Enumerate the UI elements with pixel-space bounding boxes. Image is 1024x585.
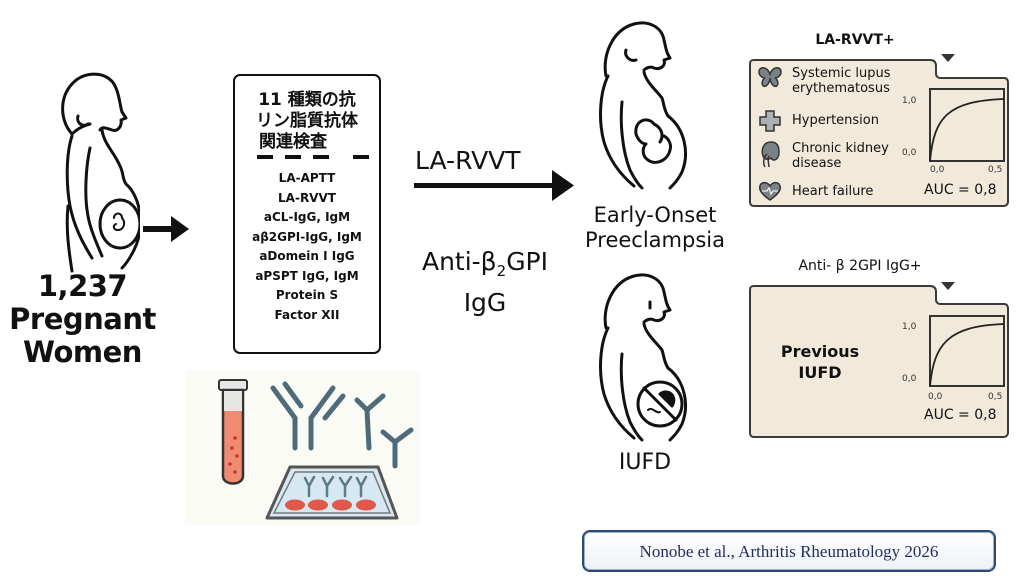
outcome-line: Preeclampsia	[585, 228, 725, 252]
test-item: aCL-IgG, IgM	[263, 210, 351, 224]
test-item: Protein S	[275, 288, 339, 302]
kidney-icon	[761, 141, 780, 168]
condition-line: Previous	[780, 342, 860, 361]
roc-curve	[929, 88, 1005, 162]
predictor-top-label: LA-RVVT	[415, 146, 521, 175]
test-list: LA-APTT LA-RVVT aCL-IgG, IgM aβ2GPI-IgG,…	[235, 169, 379, 325]
y-tick: 0,0	[902, 148, 917, 158]
cohort-line1: Pregnant	[9, 302, 156, 336]
test-title-line: 11 種類の抗	[258, 90, 356, 110]
arrow-right-icon	[143, 216, 189, 242]
auc-value: AUC = 0,8	[924, 407, 997, 423]
y-tick: 1,0	[902, 96, 917, 106]
test-item: aβ2GPI-IgG, IgM	[252, 229, 362, 244]
arrow-right-icon	[414, 170, 574, 201]
pregnant-woman-preeclampsia-icon	[599, 21, 687, 190]
lab-illustration	[185, 370, 420, 525]
predictor-bottom-line2: IgG	[463, 288, 507, 317]
pregnant-woman-iufd-icon	[599, 273, 687, 442]
item-line: disease	[792, 156, 842, 171]
test-item: aPSPT IgG, IgM	[255, 268, 359, 283]
predictor-bottom-main: Anti-β	[421, 247, 497, 276]
test-item: LA-RVVT	[278, 190, 336, 205]
test-panel-title: 11 種類の抗 リン脂質抗体 関連検査	[235, 90, 379, 153]
test-tube-icon	[218, 379, 248, 485]
y-tick: 1,0	[902, 322, 917, 332]
citation-text: Nonobe et al., Arthritis Rheumatology 20…	[639, 542, 939, 561]
predictor-bottom-sub: 2	[496, 262, 507, 280]
test-item: Factor XII	[274, 307, 340, 322]
roc-curve	[929, 315, 1005, 387]
panel-item-label: Heart failure	[792, 184, 874, 199]
panel-caret-icon	[941, 54, 955, 62]
y-tick: 0,0	[902, 374, 917, 384]
roc-chart: 1,0 0,0 0,0 0,5	[900, 312, 1006, 412]
panel-item-label: Systemic lupus erythematosus	[792, 66, 890, 96]
cohort-line2: Women	[23, 335, 142, 369]
test-item: LA-APTT	[278, 171, 336, 185]
heart-pulse-icon	[758, 181, 782, 201]
test-panel-box: 11 種類の抗 リン脂質抗体 関連検査 LA-APTT LA-RVVT aCL-…	[233, 74, 381, 354]
item-line: erythematosus	[792, 81, 890, 96]
x-tick: 0,5	[988, 392, 1003, 402]
test-item: aDomein I IgG	[259, 249, 355, 263]
panel-title: Anti- β 2GPI IgG+	[798, 258, 922, 274]
condition-line: IUFD	[798, 363, 842, 382]
medical-cross-icon	[759, 110, 781, 132]
panel-condition-label: Previous IUFD	[765, 341, 875, 383]
panel-caret-icon	[941, 282, 955, 290]
outcome-early-onset-preeclampsia: Early-Onset Preeclampsia	[575, 203, 735, 253]
citation-box: Nonobe et al., Arthritis Rheumatology 20…	[582, 530, 996, 572]
antibody-icon	[270, 381, 414, 469]
title-underline-dashes	[257, 155, 369, 159]
predictor-bottom-label: Anti-β2GPI IgG	[405, 246, 565, 319]
panel-item-label: Chronic kidney disease	[792, 141, 889, 171]
roc-chart: 1,0 0,0 0,0 0,5	[900, 85, 1006, 185]
panel-item-label: Hypertension	[792, 113, 879, 128]
panel-title: LA-RVVT+	[815, 32, 895, 48]
item-line: Systemic lupus	[792, 66, 891, 81]
butterfly-icon	[758, 67, 782, 88]
x-tick: 0,0	[930, 165, 945, 175]
auc-value: AUC = 0,8	[924, 182, 997, 198]
outcome-iufd: IUFD	[618, 450, 672, 475]
test-title-line: リン脂質抗体	[256, 111, 358, 131]
x-tick: 0,5	[988, 165, 1003, 175]
predictor-bottom-end: GPI	[506, 247, 549, 276]
item-line: Chronic kidney	[792, 141, 889, 156]
test-title-line: 関連検査	[259, 132, 327, 152]
elisa-plate-icon	[265, 465, 399, 520]
outcome-line: Early-Onset	[593, 203, 717, 227]
x-tick: 0,0	[928, 392, 943, 402]
pregnant-woman-icon	[61, 72, 140, 273]
cohort-label: 1,237 Pregnant Women	[0, 270, 165, 369]
cohort-count: 1,237	[37, 269, 128, 303]
